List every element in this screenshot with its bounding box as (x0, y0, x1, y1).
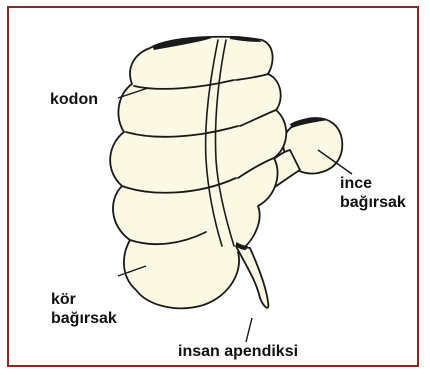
label-kor-line1: kör (51, 290, 76, 309)
colon-body (110, 37, 286, 309)
label-ince-line1: ince (340, 174, 372, 193)
appendix-shape (236, 246, 268, 308)
label-kodon: kodon (50, 90, 98, 109)
label-apendiks: insan apendiksi (178, 342, 298, 361)
label-ince-line2: bağırsak (340, 193, 406, 212)
label-kor-line2: bağırsak (51, 309, 117, 328)
